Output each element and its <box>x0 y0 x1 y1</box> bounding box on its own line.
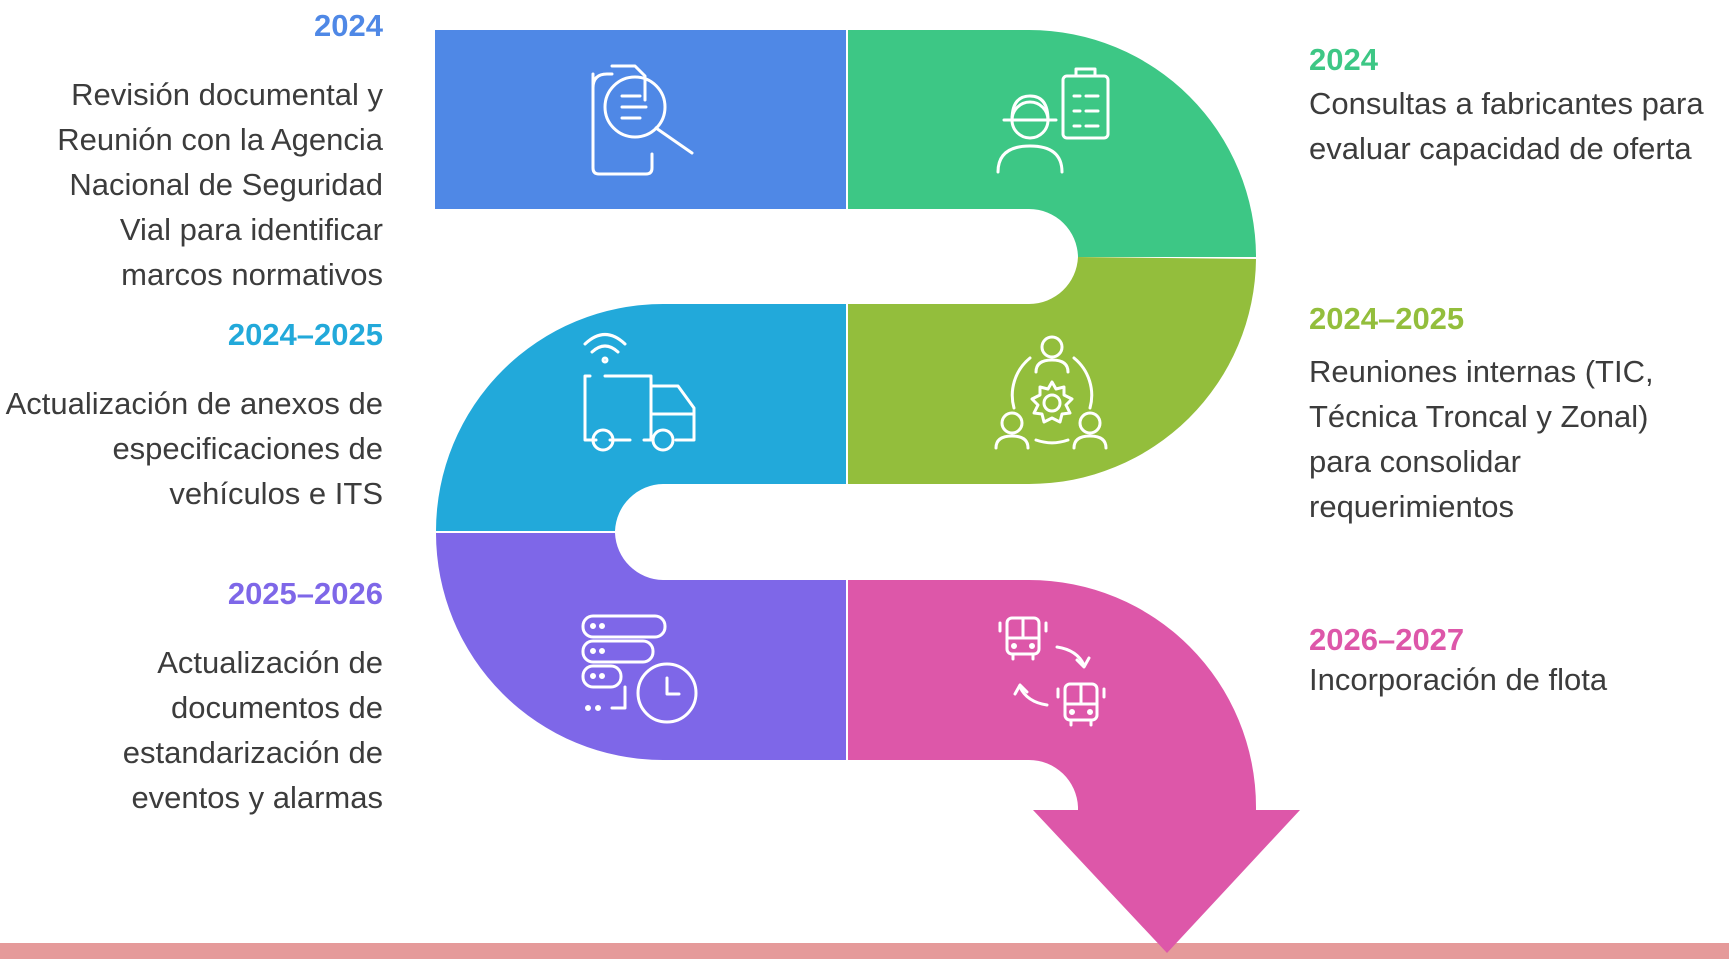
bottom-bar <box>0 943 1729 959</box>
segment-3-cyan <box>436 304 846 531</box>
step-4-description: Reuniones internas (TIC, Técnica Troncal… <box>1309 354 1654 524</box>
step-1-year: 2024 <box>314 8 383 43</box>
segment-6-pink-arrow <box>848 580 1300 953</box>
step-6-description: Incorporación de flota <box>1309 662 1608 697</box>
segment-2-green <box>848 30 1256 257</box>
step-5-year: 2025–2026 <box>227 576 383 611</box>
step-3-year: 2024–2025 <box>227 317 383 352</box>
bus-exchange-icon <box>998 616 1106 727</box>
step-1-description: Revisión documental y Reunión con la Age… <box>57 77 383 292</box>
segment-1-blue <box>435 30 846 209</box>
step-2-description: Consultas a fabricantes para evaluar cap… <box>1309 86 1704 166</box>
segment-4-lime <box>848 257 1256 484</box>
engineer-checklist-icon <box>996 67 1110 174</box>
connected-truck-icon <box>583 333 696 452</box>
server-clock-icon <box>581 614 698 724</box>
step-3-description: Actualización de anexos de especificacio… <box>5 386 383 511</box>
document-search-icon <box>591 64 694 176</box>
team-gear-icon <box>994 335 1108 450</box>
step-4-year: 2024–2025 <box>1309 301 1465 336</box>
step-5-description: Actualización de documentos de estandari… <box>122 645 383 815</box>
segment-5-purple <box>436 533 846 760</box>
step-6-year: 2026–2027 <box>1309 622 1465 657</box>
step-2-year: 2024 <box>1309 42 1378 77</box>
